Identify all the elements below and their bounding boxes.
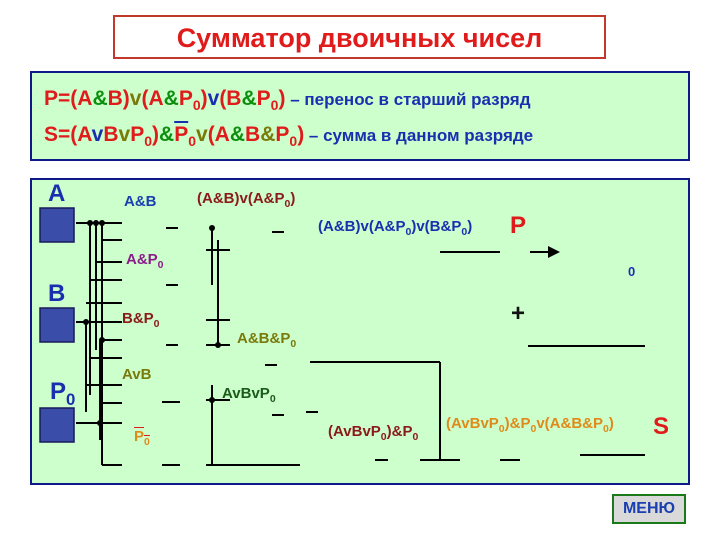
formula-panel: P=(A&B)v(A&P0)v(B&P0) – перенос в старши… (30, 71, 690, 161)
formula-sum: S=(AvBvP0)&P0v(A&B&P0) – сумма в данном … (44, 123, 534, 150)
label-zero: 0 (628, 264, 636, 279)
label-avbvp0-and-not-p0: (AvBvP0)&P0 (328, 423, 419, 443)
junction-dot (99, 220, 105, 226)
input-a-label: A (48, 180, 66, 207)
input-b-label: B (48, 280, 66, 307)
label-ab-or-ap0: (A&B)v(A&P0) (197, 190, 296, 210)
output-p-label: P (510, 212, 527, 239)
junction-dot (209, 225, 215, 231)
label-a-and-b: A&B (124, 193, 157, 210)
label-b-and-p0: B&P0 (122, 310, 160, 330)
label-a-and-p0: A&P0 (126, 251, 164, 271)
label-a-and-b-and-p0: A&B&P0 (237, 330, 297, 350)
input-b-square[interactable] (39, 307, 75, 343)
output-s-label: S (653, 413, 670, 440)
label-a-or-b: AvB (122, 366, 152, 383)
formula-carry: P=(A&B)v(A&P0)v(B&P0) – перенос в старши… (44, 87, 531, 114)
junction-dot (87, 220, 93, 226)
junction-dot (99, 337, 105, 343)
input-a-square[interactable] (39, 207, 75, 243)
label-sum-expression: (AvBvP0)&P0v(A&B&P0) (446, 415, 614, 435)
menu-button[interactable]: МЕНЮ (612, 494, 686, 524)
circuit-panel (30, 178, 690, 485)
input-p0-label: P0 (50, 378, 76, 409)
menu-button-label: МЕНЮ (622, 500, 676, 517)
arrow-head (548, 246, 560, 258)
junction-dot (83, 319, 89, 325)
junction-dot (93, 220, 99, 226)
junction-dot (97, 420, 103, 426)
junction-dot (215, 342, 221, 348)
label-a-or-b-or-p0: AvBvP0 (222, 385, 276, 405)
input-p0-square[interactable] (39, 407, 75, 443)
label-not-p0: P0 (134, 428, 150, 448)
label-carry-expression: (A&B)v(A&P0)v(B&P0) (318, 218, 473, 238)
page-title: Сумматор двоичных чисел (176, 23, 543, 53)
title-box: Сумматор двоичных чисел (113, 15, 606, 59)
plus-sign: + (511, 300, 526, 327)
junction-dot (209, 397, 215, 403)
